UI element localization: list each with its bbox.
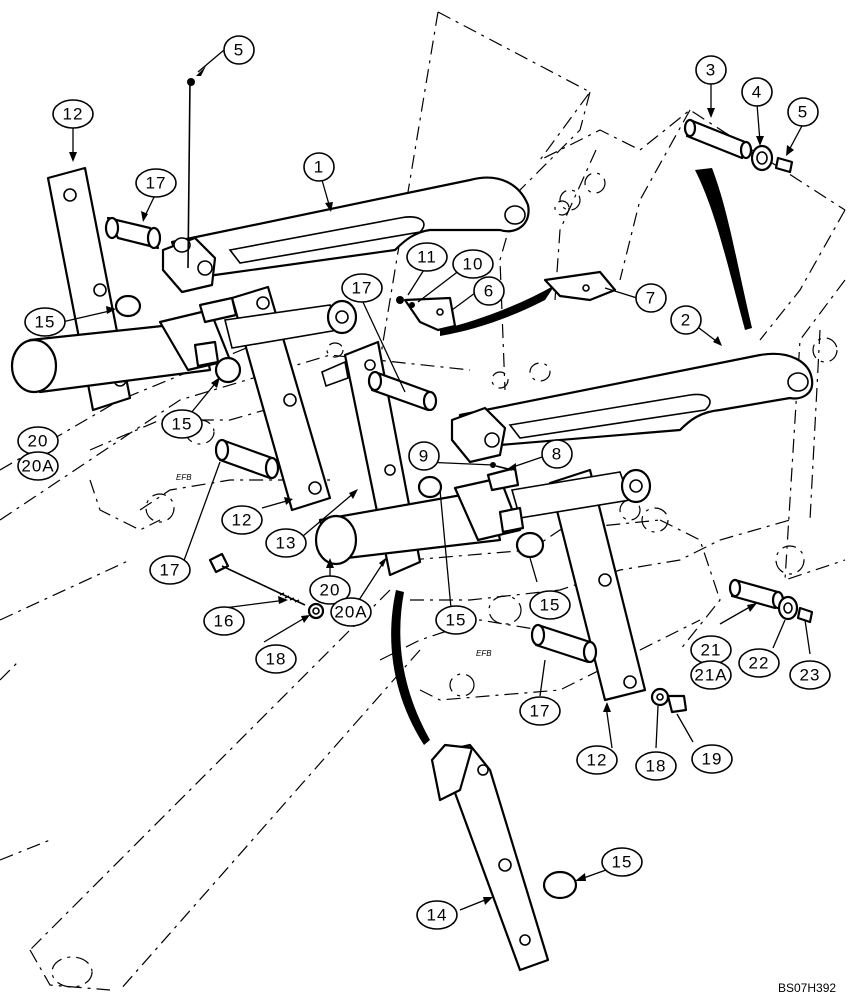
pin-lower-left (214, 438, 280, 480)
svg-text:18: 18 (266, 650, 287, 669)
svg-text:19: 19 (702, 750, 723, 769)
svg-text:8: 8 (552, 445, 562, 464)
svg-text:20A: 20A (21, 457, 54, 476)
svg-text:14: 14 (427, 906, 448, 925)
svg-text:13: 13 (276, 534, 297, 553)
svg-text:17: 17 (352, 279, 373, 298)
svg-text:22: 22 (749, 654, 770, 673)
leader-arrowheads (69, 66, 794, 905)
callout-15: 15 (161, 409, 203, 439)
svg-text:16: 16 (214, 612, 235, 631)
pin-21 (728, 578, 785, 610)
callout-5: 5 (223, 35, 255, 65)
callout-17: 17 (149, 555, 191, 585)
svg-text:11: 11 (417, 248, 437, 267)
svg-text:18: 18 (646, 757, 667, 776)
svg-text:15: 15 (35, 313, 56, 332)
svg-text:15: 15 (540, 596, 561, 615)
callout-17: 17 (519, 696, 561, 726)
callout-20A: 20A (17, 451, 59, 481)
lift-arm-lower (450, 352, 814, 464)
callout-6: 6 (473, 276, 505, 306)
callout-15: 15 (601, 847, 643, 877)
callout-15: 15 (24, 307, 66, 337)
callout-15: 15 (529, 590, 571, 620)
svg-text:12: 12 (232, 511, 253, 530)
callout-12: 12 (576, 745, 618, 775)
bushing (114, 294, 578, 900)
svg-text:21A: 21A (694, 666, 727, 685)
svg-text:3: 3 (706, 61, 716, 80)
callout-14: 14 (416, 900, 458, 930)
small-hardware (187, 78, 814, 714)
callout-22: 22 (738, 648, 780, 678)
callout-18: 18 (255, 644, 297, 674)
frame-mark: EFB (476, 649, 492, 658)
callout-21: 21 (690, 635, 732, 665)
lift-arm-upper (161, 176, 530, 294)
callout-11: 11 (406, 242, 448, 272)
loader-frame-phantom (0, 11, 846, 991)
svg-text:17: 17 (146, 174, 167, 193)
callout-17: 17 (341, 273, 383, 303)
svg-text:6: 6 (484, 282, 494, 301)
callout-5: 5 (787, 97, 819, 127)
callout-20: 20 (17, 426, 59, 456)
callout-15: 15 (435, 605, 477, 635)
svg-text:7: 7 (646, 289, 656, 308)
svg-text:2: 2 (681, 311, 691, 330)
figure-reference-code: BS07H392 (778, 981, 836, 995)
pin-center (367, 370, 438, 412)
callout-21A: 21A (690, 660, 732, 690)
svg-text:15: 15 (612, 853, 633, 872)
cylinder-lower (314, 466, 652, 566)
svg-text:5: 5 (234, 41, 244, 60)
svg-text:1: 1 (314, 158, 324, 177)
callout-13: 13 (265, 528, 307, 558)
cylinder-upper (10, 296, 358, 394)
callout-20: 20 (309, 575, 351, 605)
callout-1: 1 (303, 152, 335, 182)
svg-text:17: 17 (530, 702, 551, 721)
callout-10: 10 (452, 249, 494, 279)
svg-text:17: 17 (160, 561, 181, 580)
svg-text:10: 10 (463, 255, 484, 274)
long-bolt (208, 552, 306, 606)
mount-bracket (430, 743, 550, 972)
svg-text:4: 4 (752, 83, 762, 102)
frame-mark: EFB (176, 473, 192, 482)
assembly-sweep-arrows (391, 168, 752, 745)
svg-text:20A: 20A (334, 603, 367, 622)
svg-text:20: 20 (320, 581, 341, 600)
svg-text:9: 9 (419, 447, 429, 466)
svg-text:23: 23 (800, 666, 821, 685)
pin-upper-left (104, 216, 162, 250)
svg-text:12: 12 (63, 105, 84, 124)
callout-12: 12 (221, 505, 263, 535)
svg-text:15: 15 (446, 611, 467, 630)
callout-2: 2 (670, 305, 702, 335)
pin-3 (683, 118, 753, 160)
svg-text:12: 12 (587, 751, 608, 770)
svg-text:20: 20 (28, 432, 49, 451)
callout-4: 4 (741, 77, 773, 107)
svg-text:21: 21 (701, 641, 722, 660)
callout-7: 7 (635, 283, 667, 313)
callout-20A: 20A (330, 597, 372, 627)
callout-8: 8 (541, 439, 573, 469)
pin-lower-center (530, 623, 598, 664)
callout-9: 9 (408, 441, 440, 471)
callout-16: 16 (203, 606, 245, 636)
svg-text:5: 5 (798, 103, 808, 122)
callout-17: 17 (135, 168, 177, 198)
callout-12: 12 (52, 99, 94, 129)
callout-18: 18 (635, 751, 677, 781)
callout-3: 3 (695, 55, 727, 85)
callout-23: 23 (789, 660, 831, 690)
svg-text:15: 15 (172, 415, 193, 434)
callout-19: 19 (691, 744, 733, 774)
